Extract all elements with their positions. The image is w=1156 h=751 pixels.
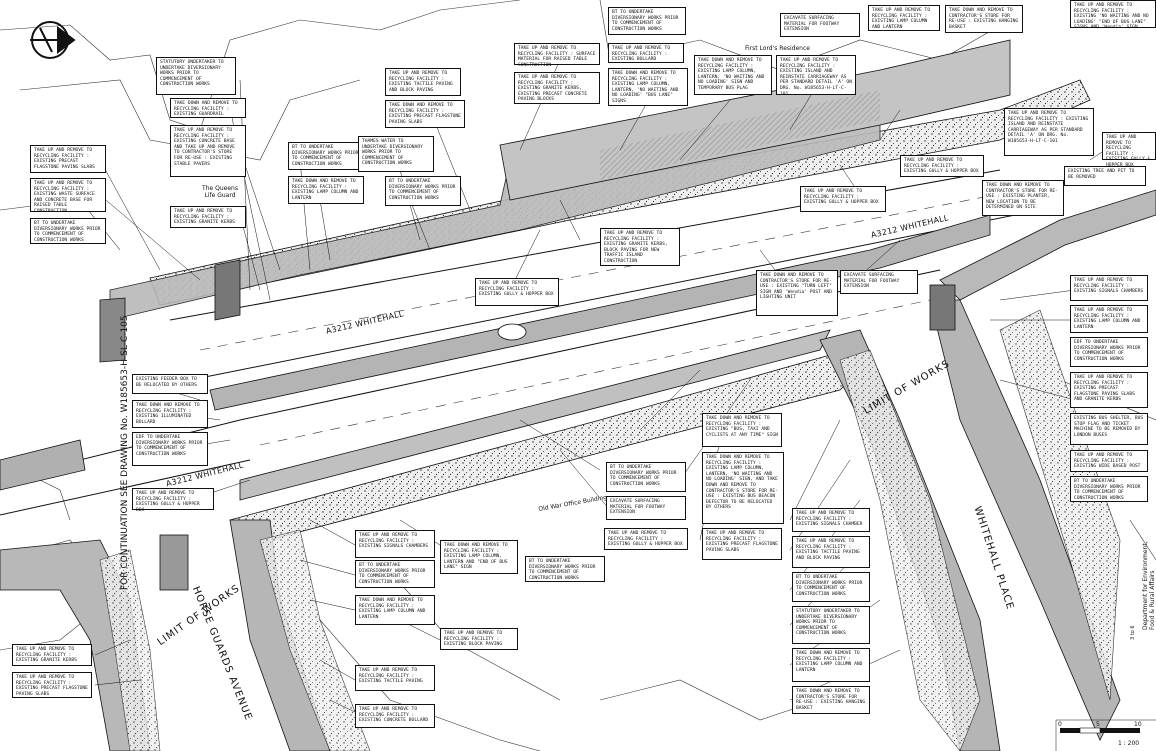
whitehall-place-dots bbox=[999, 309, 1121, 701]
queens-life-guard-label: The Queens Life Guard bbox=[202, 185, 238, 199]
annotation-note: TAKE DOWN AND REMOVE TO RECYCLING FACILI… bbox=[702, 413, 782, 447]
annotation-note: TAKE UP AND REMOVE TO RECYCLING FACILITY… bbox=[355, 704, 435, 728]
annotation-note: TAKE UP AND REMOVE TO RECYCLING FACILITY… bbox=[1070, 450, 1148, 472]
annotation-note: TAKE UP AND REMOVE TO RECYCLING FACILITY… bbox=[440, 628, 518, 650]
annotation-note: TAKE UP AND REMOVE TO RECYCLING FACILITY… bbox=[12, 644, 92, 666]
north-arrow-icon bbox=[30, 21, 76, 59]
annotation-note: EDF TO UNDERTAKE DIVERSIONARY WORKS PRIO… bbox=[1070, 337, 1148, 367]
annotation-note: TAKE UP AND REMOVE TO RECYCLING FACILITY… bbox=[1004, 108, 1094, 156]
scale-tick-5: 5 bbox=[1096, 721, 1100, 728]
annotation-note: TAKE UP AND REMOVE TO RECYCLING FACILITY… bbox=[355, 665, 435, 691]
guard-box-left bbox=[99, 297, 126, 363]
left-grey-block bbox=[0, 439, 86, 491]
annotation-note: TAKE DOWN AND REMOVE TO RECYCLING FACILI… bbox=[132, 400, 208, 428]
annotation-note: TAKE UP AND REMOVE TO RECYCLING FACILITY… bbox=[30, 145, 106, 173]
annotation-note: TAKE DOWN AND REMOVE TO CONTRACTOR'S STO… bbox=[982, 180, 1064, 216]
annotation-note: TAKE UP AND REMOVE TO RECYCLING FACILITY… bbox=[514, 72, 600, 104]
horse-guards-east-footway bbox=[229, 519, 331, 751]
annotation-note: TAKE DOWN AND REMOVE TO CONTRACTOR'S STO… bbox=[945, 5, 1023, 33]
annotation-note: TAKE DOWN AND REMOVE TO RECYCLING FACILI… bbox=[792, 648, 870, 682]
annotation-note: TAKE DOWN AND REMOVE TO RECYCLING FACILI… bbox=[355, 595, 435, 625]
annotation-note: TAKE UP AND REMOVE TO RECYCLING FACILITY… bbox=[1070, 275, 1148, 301]
annotation-note: TAKE UP AND REMOVE TO RECYCLING FACILITY… bbox=[355, 530, 435, 558]
annotation-note: BT TO UNDERTAKE DIVERSIONARY WORKS PRIOR… bbox=[1070, 476, 1148, 502]
horse-guards-east-dots bbox=[259, 529, 371, 751]
annotation-note: TAKE UP AND REMOVE TO RECYCLING FACILITY… bbox=[385, 68, 461, 96]
annotation-note: BT TO UNDERTAKE DIVERSIONARY WORKS PRIOR… bbox=[792, 572, 870, 602]
annotation-note: EXCAVATE SURFACING MATERIAL FOR FOOTWAY … bbox=[606, 496, 686, 520]
annotation-note: TAKE UP AND REMOVE TO RECYCLING FACILITY… bbox=[132, 488, 214, 513]
annotation-note: EXISTING TREE AND PIT TO BE REMOVED bbox=[1064, 166, 1146, 186]
department-text: Department for Environment, Food & Rural… bbox=[1142, 541, 1156, 630]
annotation-note: TAKE UP AND REMOVE TO RECYCLING FACILITY… bbox=[792, 536, 870, 568]
annotation-note: TAKE UP AND REMOVE TO RECYCLING FACILITY… bbox=[604, 528, 688, 550]
annotation-note: TAKE UP AND REMOVE TO RECYCLING FACILITY… bbox=[600, 228, 680, 266]
scale-bar bbox=[1055, 719, 1156, 751]
annotation-note: TAKE UP AND REMOVE TO RECYCLING FACILITY… bbox=[170, 206, 246, 228]
annotation-note: TAKE UP AND REMOVE TO RECYCLING FACILITY… bbox=[868, 5, 940, 31]
annotation-note: TAKE DOWN AND REMOVE TO RECYCLING FACILI… bbox=[702, 452, 784, 524]
annotation-note: TAKE UP AND REMOVE TO RECYCLING FACILITY… bbox=[1070, 305, 1148, 333]
scale-tick-0: 0 bbox=[1058, 721, 1062, 728]
annotation-note: TAKE UP AND REMOVE TO RECYCLING FACILITY… bbox=[800, 186, 886, 212]
annotation-note: BT TO UNDERTAKE DIVERSIONARY WORKS PRIOR… bbox=[30, 218, 106, 244]
annotation-note: TAKE DOWN AND REMOVE TO RECYCLING FACILI… bbox=[170, 98, 246, 118]
guard-box-right bbox=[214, 259, 241, 321]
annotation-note: BT TO UNDERTAKE DIVERSIONARY WORKS PRIOR… bbox=[385, 176, 461, 206]
annotation-note: EDF TO UNDERTAKE DIVERSIONARY WORKS PRIO… bbox=[132, 432, 208, 466]
upper-hatch bbox=[600, 90, 880, 180]
annotation-note: BT TO UNDERTAKE DIVERSIONARY WORKS PRIOR… bbox=[525, 556, 605, 582]
side-ref-text: 3 to 6 bbox=[1130, 625, 1136, 640]
annotation-note: TAKE UP AND REMOVE TO RECYCLING FACILITY… bbox=[12, 672, 92, 698]
annotation-note: TAKE UP AND REMOVE TO RECYCLING FACILITY… bbox=[792, 508, 870, 532]
annotation-note: TAKE DOWN AND REMOVE TO RECYCLING FACILI… bbox=[694, 55, 772, 95]
annotation-note: EXISTING BUS SHELTER, BUS STOP FLAG AND … bbox=[1070, 413, 1148, 445]
annotation-note: TAKE UP AND REMOVE TO RECYCLING FACILITY… bbox=[1070, 0, 1156, 30]
annotation-note: TAKE UP AND REMOVE TO RECYCLING FACILITY… bbox=[1102, 132, 1156, 168]
corner-dots-right bbox=[839, 349, 981, 751]
annotation-note: TAKE DOWN AND REMOVE TO CONTRACTOR'S STO… bbox=[756, 270, 838, 316]
annotation-note: STATUTORY UNDERTAKER TO UNDERTAKE DIVERS… bbox=[792, 606, 870, 644]
continuation-text: FOR CONTINUATION SEE DRAWING No. W185653… bbox=[120, 315, 130, 590]
central-island bbox=[209, 214, 991, 411]
annotation-note: TAKE DOWN AND REMOVE TO CONTRACTOR'S STO… bbox=[792, 686, 870, 714]
lane-markings bbox=[199, 189, 1021, 446]
annotation-note: TAKE UP AND REMOVE TO RECYCLING FACILITY… bbox=[514, 43, 600, 68]
annotation-note: TAKE UP AND REMOVE TO RECYCLING FACILITY… bbox=[1070, 372, 1148, 408]
annotation-note: TAKE DOWN AND REMOVE TO RECYCLING FACILI… bbox=[385, 100, 465, 128]
annotation-note: TAKE UP AND REMOVE TO RECYCLING FACILITY… bbox=[776, 55, 856, 97]
scale-tick-10: 10 bbox=[1134, 721, 1142, 728]
annotation-note: STATUTORY UNDERTAKER TO UNDERTAKE DIVERS… bbox=[156, 57, 236, 95]
annotation-note: THAMES WATER TO UNDERTAKE DIVERSIONARY W… bbox=[358, 136, 434, 172]
annotation-note: TAKE DOWN AND REMOVE TO RECYCLING FACILI… bbox=[608, 68, 688, 106]
signal-cabinet bbox=[929, 284, 956, 331]
annotation-note: TAKE DOWN AND REMOVE TO RECYCLING FACILI… bbox=[440, 540, 518, 574]
island-roundel bbox=[497, 323, 527, 341]
annotation-note: EXCAVATE SURFACING MATERIAL FOR FOOTWAY … bbox=[840, 270, 918, 294]
horse-guards-west-dots bbox=[99, 549, 161, 751]
annotation-note: TAKE UP AND REMOVE TO RECYCLING FACILITY… bbox=[475, 278, 559, 306]
annotation-note: TAKE DOWN AND REMOVE TO RECYCLING FACILI… bbox=[288, 176, 364, 204]
first-lords-residence-label: First Lord's Residence bbox=[745, 45, 810, 52]
scale-ratio: 1 : 200 bbox=[1118, 740, 1140, 747]
annotation-note: TAKE UP AND REMOVE TO RECYCLING FACILITY… bbox=[30, 178, 106, 214]
annotation-note: BT TO UNDERTAKE DIVERSIONARY WORKS PRIOR… bbox=[288, 142, 364, 170]
annotation-note: BT TO UNDERTAKE DIVERSIONARY WORKS PRIOR… bbox=[606, 462, 686, 492]
lower-kerb-band bbox=[239, 329, 831, 501]
annotation-note: TAKE UP AND REMOVE TO RECYCLING FACILITY… bbox=[702, 528, 782, 560]
kiosk-box bbox=[159, 534, 189, 591]
annotation-note: TAKE UP AND REMOVE TO RECYCLING FACILITY… bbox=[900, 155, 984, 177]
annotation-note: EXISTING FEEDER BOX TO BE RELOCATED BY O… bbox=[132, 374, 208, 394]
annotation-note: EXCAVATE SURFACING MATERIAL FOR FOOTWAY … bbox=[780, 13, 860, 37]
annotation-note: TAKE UP AND REMOVE TO RECYCLING FACILITY… bbox=[608, 43, 684, 63]
annotation-note: TAKE UP AND REMOVE TO RECYCLING FACILITY… bbox=[170, 125, 246, 177]
annotation-note: BT TO UNDERTAKE DIVERSIONARY WORKS PRIOR… bbox=[355, 560, 435, 588]
annotation-note: BT TO UNDERTAKE DIVERSIONARY WORKS PRIOR… bbox=[608, 7, 686, 35]
